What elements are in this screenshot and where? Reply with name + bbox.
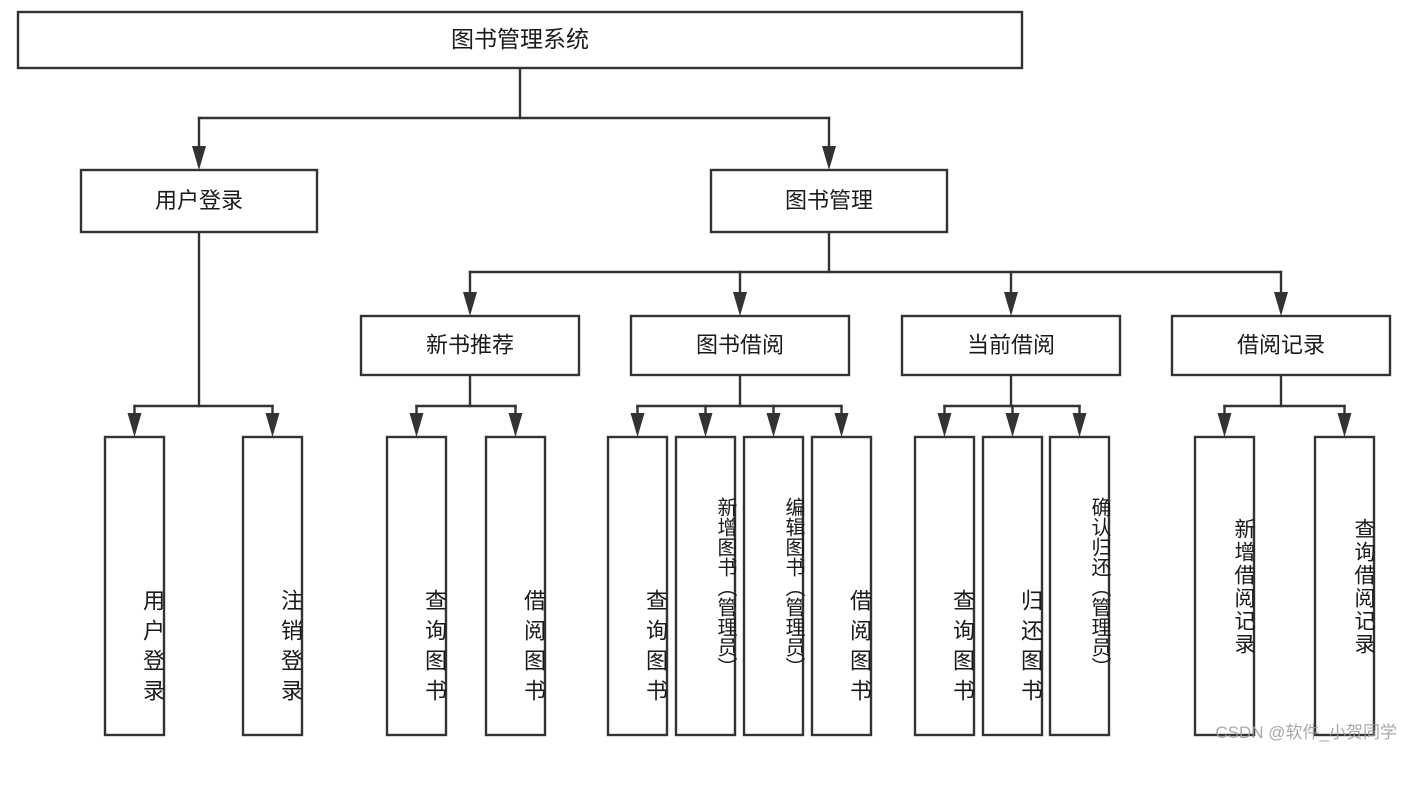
node-user-login[interactable]: 用户登录 [79,168,319,234]
node-leaf-add-borrow-record-box [1193,435,1256,737]
node-borrow-records-box [1170,314,1392,377]
node-root[interactable]: 图书管理系统 [16,10,1024,70]
node-new-book-recommend[interactable]: 新书推荐 [359,314,581,377]
node-current-borrow[interactable]: 当前借阅 [900,314,1122,377]
node-new-book-recommend-label: 新书推荐 [426,332,514,357]
book-borrow-to-leaf-edit-book-admin-arrowhead [766,413,781,437]
bm-to-current-borrow-arrowhead [1004,292,1018,316]
node-leaf-logout-box [241,435,304,737]
node-leaf-edit-book-admin[interactable] [742,435,805,737]
new-book-recommend-to-leaf-borrow-book-recommend-arrowhead [508,413,523,437]
book-borrow-to-leaf-borrow-book-arrowhead [834,413,849,437]
node-leaf-borrow-book-recommend-box [484,435,547,737]
book-borrow-to-leaf-add-book-admin-arrowhead [698,413,713,437]
node-leaf-query-book-current[interactable] [913,435,976,737]
node-book-borrow-box [629,314,851,377]
node-leaf-query-book-recommend-box [385,435,448,737]
bm-to-borrow-records-arrowhead [1274,292,1288,316]
node-leaf-user-login[interactable] [103,435,166,737]
node-leaf-add-borrow-record[interactable] [1193,435,1256,737]
node-leaf-borrow-book[interactable] [810,435,873,737]
node-leaf-borrow-book-recommend[interactable] [484,435,547,737]
bm-to-new-book-recommend-arrowhead [463,292,477,316]
node-leaf-query-book-current-box [913,435,976,737]
node-leaf-query-book-borrow[interactable] [606,435,669,737]
node-book-borrow-label: 图书借阅 [696,332,784,357]
connector-layer [127,66,1352,437]
current-borrow-to-leaf-query-book-current-arrowhead [937,413,952,437]
node-leaf-confirm-return-admin-box [1048,435,1111,737]
borrow-records-to-leaf-query-borrow-record-arrowhead [1337,413,1352,437]
flowchart-diagram: 图书管理系统用户登录图书管理新书推荐图书借阅当前借阅借阅记录 用户登录注销登录查… [16,10,1397,742]
bm-to-book-borrow-arrowhead [733,292,747,316]
current-borrow-to-leaf-return-book-arrowhead [1005,413,1020,437]
user-login-to-leaf-logout-arrowhead [265,413,280,437]
node-leaf-user-login-box [103,435,166,737]
node-borrow-records[interactable]: 借阅记录 [1170,314,1392,377]
node-new-book-recommend-box [359,314,581,377]
book-borrow-to-leaf-query-book-borrow-arrowhead [630,413,645,437]
node-leaf-borrow-book-box [810,435,873,737]
node-user-login-box [79,168,319,234]
node-leaf-query-borrow-record[interactable] [1313,435,1376,737]
node-leaf-edit-book-admin-box [742,435,805,737]
borrow-records-to-leaf-add-borrow-record-arrowhead [1217,413,1232,437]
node-book-management-box [709,168,949,234]
node-leaf-return-book[interactable] [981,435,1044,737]
node-current-borrow-box [900,314,1122,377]
user-login-to-leaf-user-login-arrowhead [127,413,142,437]
node-leaf-add-book-admin[interactable] [674,435,737,737]
current-borrow-to-leaf-confirm-return-admin-arrowhead [1072,413,1087,437]
node-leaf-query-book-borrow-box [606,435,669,737]
root-to-book-management-arrowhead [822,146,836,170]
node-root-box [16,10,1024,70]
node-book-management-label: 图书管理 [785,188,873,213]
node-leaf-query-book-recommend[interactable] [385,435,448,737]
node-leaf-logout[interactable] [241,435,304,737]
node-leaf-confirm-return-admin[interactable] [1048,435,1111,737]
node-book-management[interactable]: 图书管理 [709,168,949,234]
new-book-recommend-to-leaf-query-book-recommend-arrowhead [409,413,424,437]
csdn-watermark: CSDN @软件_小贺同学 [1215,723,1397,742]
root-to-user-login-arrowhead [192,146,206,170]
node-current-borrow-label: 当前借阅 [967,332,1055,357]
node-leaf-query-borrow-record-box [1313,435,1376,737]
node-user-login-label: 用户登录 [155,188,243,213]
node-leaf-return-book-box [981,435,1044,737]
node-book-borrow[interactable]: 图书借阅 [629,314,851,377]
node-root-label: 图书管理系统 [451,26,589,52]
node-borrow-records-label: 借阅记录 [1237,332,1325,357]
node-leaf-add-book-admin-box [674,435,737,737]
